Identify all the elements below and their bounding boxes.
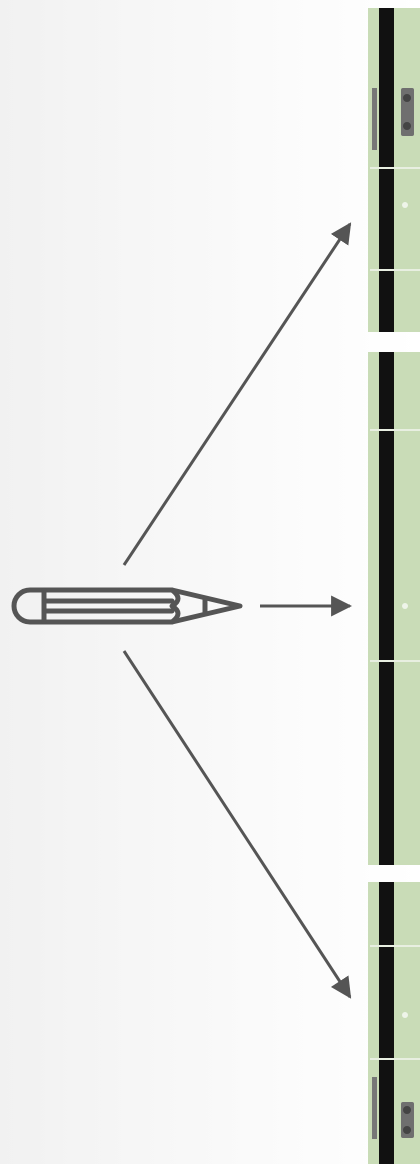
whiteboard-panel-middle	[368, 352, 420, 865]
arrow-to-bottom-panel	[122, 650, 352, 999]
whiteboard-panel-bottom	[368, 882, 420, 1164]
whiteboard-panel-top	[368, 8, 420, 332]
pencil-icon	[11, 587, 243, 625]
arrow-to-top-panel	[122, 222, 352, 566]
